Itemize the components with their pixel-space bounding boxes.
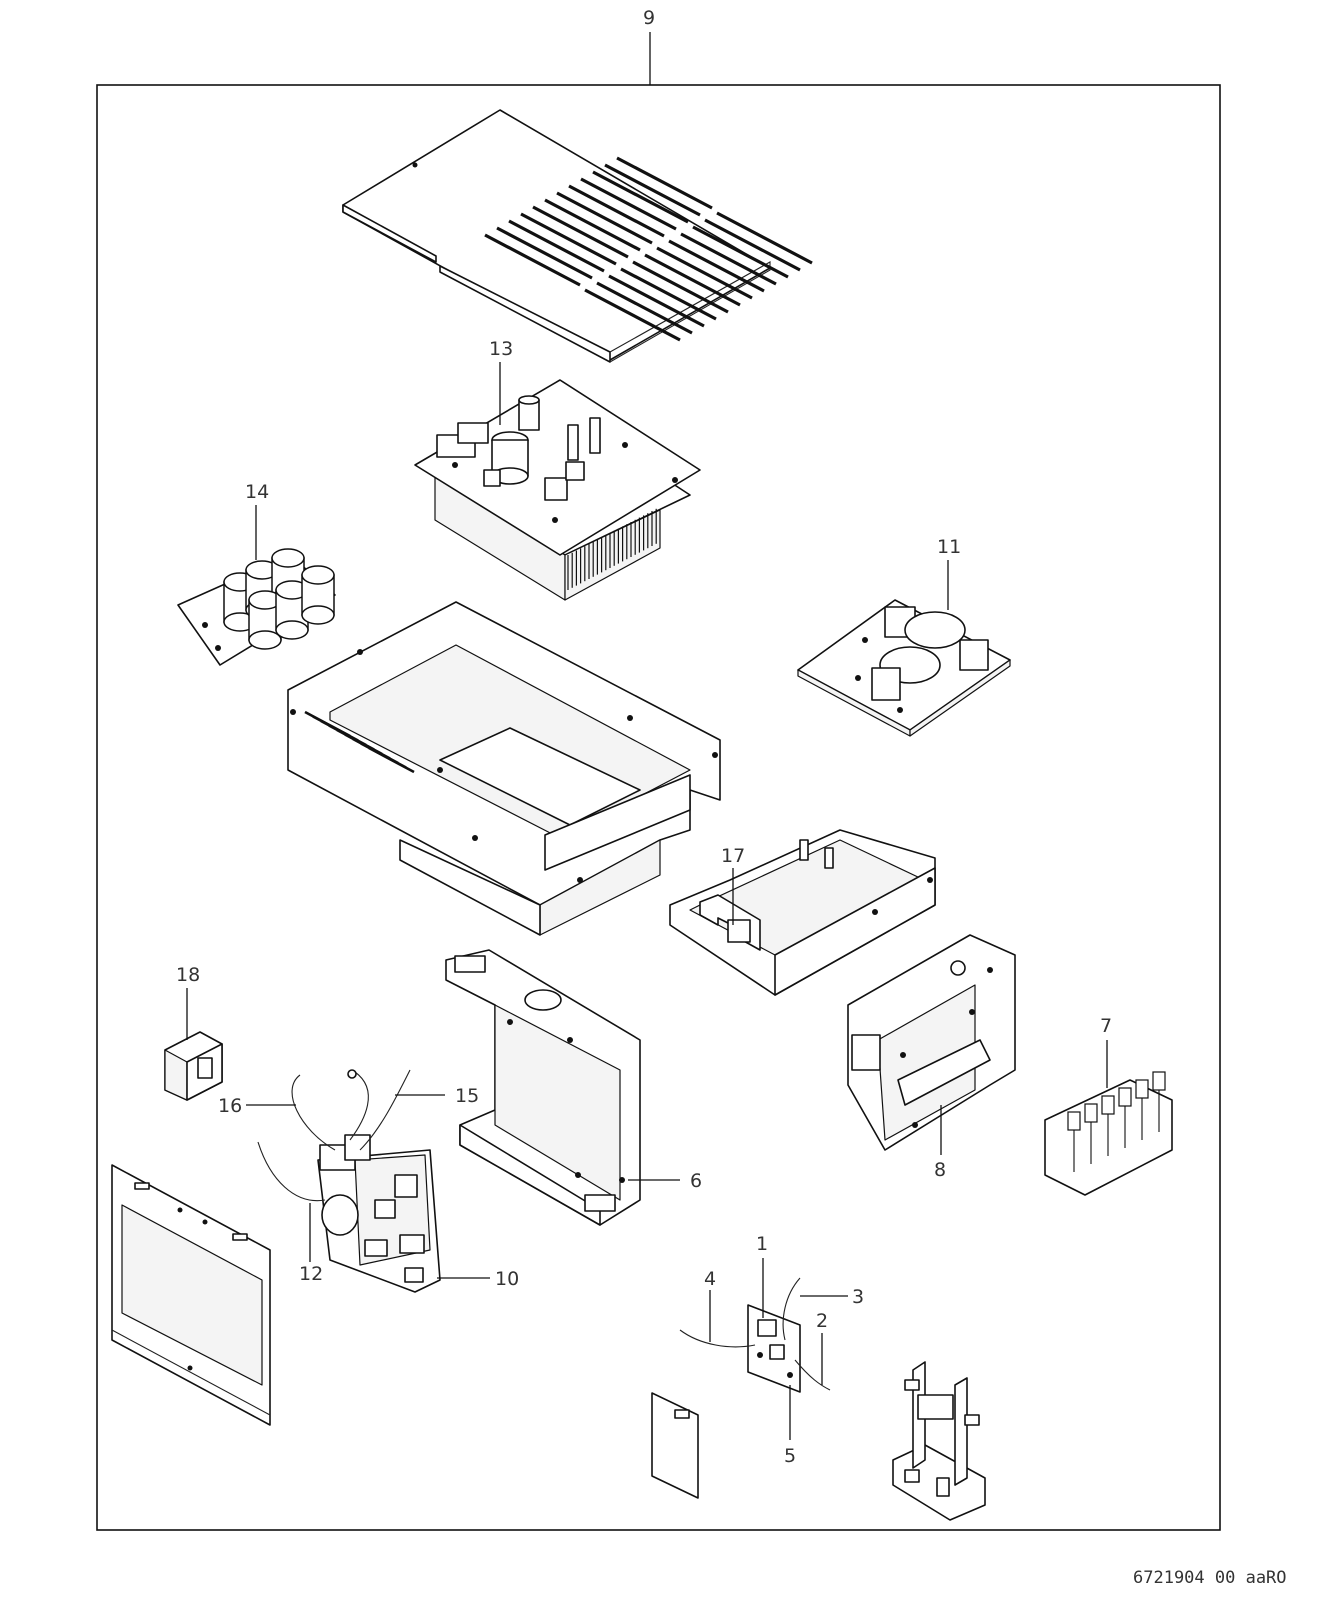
label-7: 7 <box>1100 1015 1112 1037</box>
front-panel <box>111 1164 271 1426</box>
drawing-code: 6721904 00 aaRO <box>1133 1568 1287 1588</box>
capacitor-bank-14 <box>177 548 336 666</box>
vent-slot <box>692 225 789 279</box>
capacitor-base <box>248 630 282 650</box>
main-chassis <box>287 601 721 936</box>
side-vent-slots <box>304 710 415 774</box>
vent-slot <box>496 226 593 280</box>
label-4: 4 <box>704 1268 716 1290</box>
vent-slot <box>556 191 653 245</box>
vent-slot <box>668 239 765 293</box>
vent-slot <box>608 274 705 328</box>
vent-slot <box>584 288 681 342</box>
vent-slot <box>620 267 717 321</box>
vent-slot <box>644 253 741 307</box>
vent-slot <box>508 219 605 273</box>
top-cover <box>342 109 813 363</box>
vent-slot <box>544 198 641 252</box>
small-board-1 <box>679 1277 831 1393</box>
bracket-8 <box>847 934 1016 1151</box>
label-18: 18 <box>176 964 200 986</box>
side-vent-slot <box>368 746 415 774</box>
label-2: 2 <box>816 1310 828 1332</box>
vent-slot <box>596 281 693 335</box>
terminal-slot <box>1118 1087 1132 1107</box>
vent-slots <box>484 156 813 342</box>
label-3: 3 <box>852 1286 864 1308</box>
label-1: 1 <box>756 1233 768 1255</box>
power-board-13 <box>414 379 701 601</box>
vent-slot <box>632 260 729 314</box>
label-14: 14 <box>245 481 269 503</box>
vent-slot <box>568 184 665 238</box>
filter-board-11 <box>797 599 1011 737</box>
label-5: 5 <box>784 1445 796 1467</box>
vent-slot <box>616 156 713 210</box>
terminal-block-7 <box>1044 1071 1173 1196</box>
tray-17 <box>669 829 936 996</box>
vent-slot <box>592 170 689 224</box>
vent-slot <box>520 212 617 266</box>
terminal-slot <box>1152 1071 1166 1091</box>
capacitor-base <box>275 620 309 640</box>
label-9: 9 <box>643 7 655 29</box>
control-board-10 <box>257 1069 441 1293</box>
label-13: 13 <box>489 338 513 360</box>
assembly-frame <box>96 84 1221 1531</box>
vent-slot <box>680 232 777 286</box>
terminal-slots <box>1067 1071 1166 1172</box>
terminal-slot <box>1135 1079 1149 1099</box>
vent-slot <box>716 211 813 265</box>
capacitor-top <box>301 565 335 585</box>
vent-slot <box>704 218 801 272</box>
label-17: 17 <box>721 845 745 867</box>
label-10: 10 <box>495 1268 519 1290</box>
transformer-18 <box>164 1031 223 1101</box>
label-8: 8 <box>934 1159 946 1181</box>
label-16: 16 <box>218 1095 242 1117</box>
vent-slot <box>484 233 581 287</box>
terminal-slot <box>1084 1103 1098 1123</box>
label-11: 11 <box>937 536 961 558</box>
label-6: 6 <box>690 1170 702 1192</box>
label-15: 15 <box>455 1085 479 1107</box>
capacitor-base <box>301 605 335 625</box>
terminal-slot <box>1067 1111 1081 1131</box>
capacitor-top <box>271 548 305 568</box>
terminal-slot <box>1101 1095 1115 1115</box>
support-bracket <box>892 1361 986 1521</box>
small-card <box>651 1392 699 1499</box>
capacitors <box>223 548 335 650</box>
label-12: 12 <box>299 1263 323 1285</box>
vent-slot <box>604 163 701 217</box>
vent-slot <box>580 177 677 231</box>
mounting-plate-6 <box>445 949 641 1226</box>
heatsink-fins <box>567 508 657 590</box>
vent-slot <box>532 205 629 259</box>
vent-slot <box>656 246 753 300</box>
